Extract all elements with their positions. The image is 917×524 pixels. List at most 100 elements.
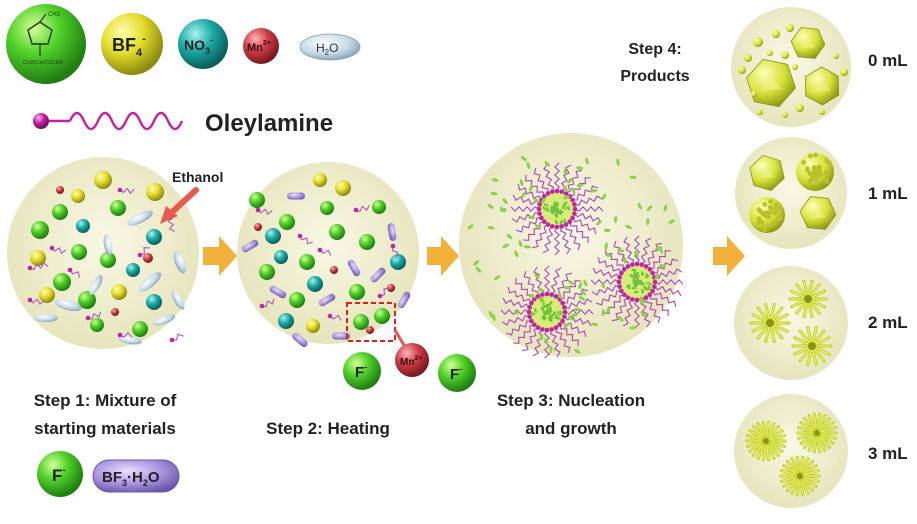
oleylamine-chain (299, 235, 313, 245)
capping-chain (533, 167, 549, 194)
amine-head (559, 224, 564, 229)
capping-chain (565, 224, 581, 251)
green-ion (249, 192, 265, 208)
legend-mn-ion: Mn2+ (243, 28, 279, 64)
amine-head (540, 292, 545, 297)
fluoride-cluster (554, 219, 558, 225)
free-fragment (541, 298, 545, 306)
free-fragment (595, 220, 602, 226)
green-ion (90, 318, 104, 332)
amine-head (526, 309, 532, 315)
free-fragment (663, 204, 668, 212)
oleylamine-chain (29, 298, 45, 306)
teal-ion (278, 313, 294, 329)
amine-head (377, 293, 383, 299)
surface-grain (759, 219, 765, 225)
amine-head (117, 187, 123, 193)
surface-grain (813, 152, 819, 158)
free-fragment (538, 287, 545, 293)
fluoride-cluster (530, 312, 536, 316)
fluoride-cluster (633, 269, 637, 275)
free-fragment (567, 315, 574, 321)
red-ion (56, 186, 64, 194)
product-1ml (735, 137, 847, 249)
capping-chain (654, 285, 682, 297)
capping-chain (565, 169, 583, 194)
fluoride-cluster (556, 208, 560, 213)
capping-chain (592, 267, 620, 279)
water-molecule (171, 290, 185, 310)
free-fragment (518, 240, 523, 248)
teal-ion (126, 263, 140, 277)
free-fragment (573, 307, 581, 312)
free-fragment (616, 158, 620, 166)
capping-chain (591, 284, 620, 296)
teal-ion (76, 219, 90, 233)
amine-head (259, 303, 265, 309)
water-molecule (54, 298, 82, 312)
free-fragment (502, 198, 508, 205)
free-fragment (519, 179, 524, 187)
capping-chain (511, 211, 540, 223)
yellow-ion (313, 173, 327, 187)
released-mn: Mn (400, 357, 414, 368)
free-fragment (492, 314, 496, 322)
legend-imidazolium-cation: CH3 CH2(CH2)2CH3 (6, 4, 86, 84)
oleylamine-chain (257, 208, 273, 216)
h2o-tail: O (329, 41, 338, 55)
yellow-ion (39, 287, 55, 303)
svg-text:F-: F- (52, 465, 66, 485)
red-ion (387, 284, 395, 292)
free-fragment (487, 226, 495, 230)
amine-head (562, 309, 568, 315)
free-fragment (575, 166, 584, 170)
capping-chain (542, 226, 554, 254)
surface-grain (773, 202, 779, 208)
free-fragment (580, 289, 586, 296)
svg-text:BF4-: BF4- (112, 33, 146, 59)
mn-text: Mn (247, 42, 263, 54)
green-ion (259, 264, 275, 280)
capping-chain (611, 297, 629, 322)
svg-text:NO3-: NO3- (184, 35, 213, 56)
free-fragment (606, 306, 611, 313)
ethanol-annotation: Ethanol (160, 169, 223, 224)
capping-chain (569, 221, 589, 244)
surface-grain (777, 215, 783, 221)
amine-head (619, 270, 624, 276)
capping-chain (501, 314, 530, 326)
bf3-tail2: O (148, 469, 160, 486)
capping-chain (510, 205, 540, 213)
red-ion (330, 266, 338, 274)
small-particle (744, 54, 752, 62)
bf3-sub2: 2 (143, 478, 148, 488)
free-fragment (563, 168, 567, 176)
amine-head (67, 267, 73, 273)
amine-head (634, 261, 640, 267)
free-fragment (583, 279, 588, 287)
free-fragment (523, 245, 531, 249)
surface-grain (764, 212, 770, 218)
amine-head (563, 191, 569, 196)
surface-grain (816, 172, 822, 178)
fluoride-cluster (631, 286, 637, 290)
capping-chain (507, 286, 532, 304)
amine-head (630, 262, 635, 267)
free-fragment (591, 322, 599, 326)
amine-head (619, 288, 624, 294)
surface-grain (762, 202, 768, 207)
free-fragment (487, 203, 494, 209)
bf4-sup: - (142, 33, 146, 45)
capping-chain (543, 265, 551, 295)
capping-chain (623, 236, 635, 265)
fluoride-cluster (555, 317, 561, 320)
surface-grain (824, 158, 830, 164)
hexagonal-crystal (790, 27, 826, 59)
free-fragment (528, 215, 536, 220)
cation-label-top: CH3 (48, 12, 61, 18)
capping-chain (574, 205, 604, 213)
released-f-right: F (450, 366, 459, 383)
free-fragment (646, 218, 650, 226)
yellow-ion (94, 171, 112, 189)
